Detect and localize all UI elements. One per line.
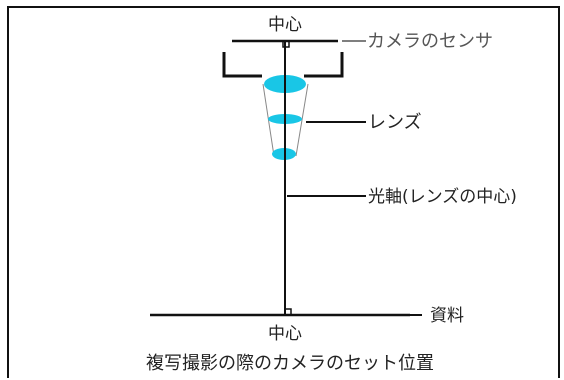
material-label: 資料: [430, 306, 464, 326]
camera-body-bracket-right: [304, 52, 344, 78]
diagram-frame: [7, 6, 560, 378]
camera-body-bracket: [222, 52, 262, 78]
optical-axis-label: 光軸(レンズの中心): [368, 187, 517, 207]
center-top-label: 中心: [268, 15, 302, 35]
lens-label: レンズ: [368, 112, 422, 133]
material-right-angle-marker: [285, 308, 292, 315]
diagram-caption: 複写撮影の際のカメラのセット位置: [146, 353, 434, 374]
lens-outline-right: [295, 83, 309, 157]
sensor-label: カメラのセンサ: [367, 31, 493, 52]
center-bottom-label: 中心: [268, 324, 302, 344]
